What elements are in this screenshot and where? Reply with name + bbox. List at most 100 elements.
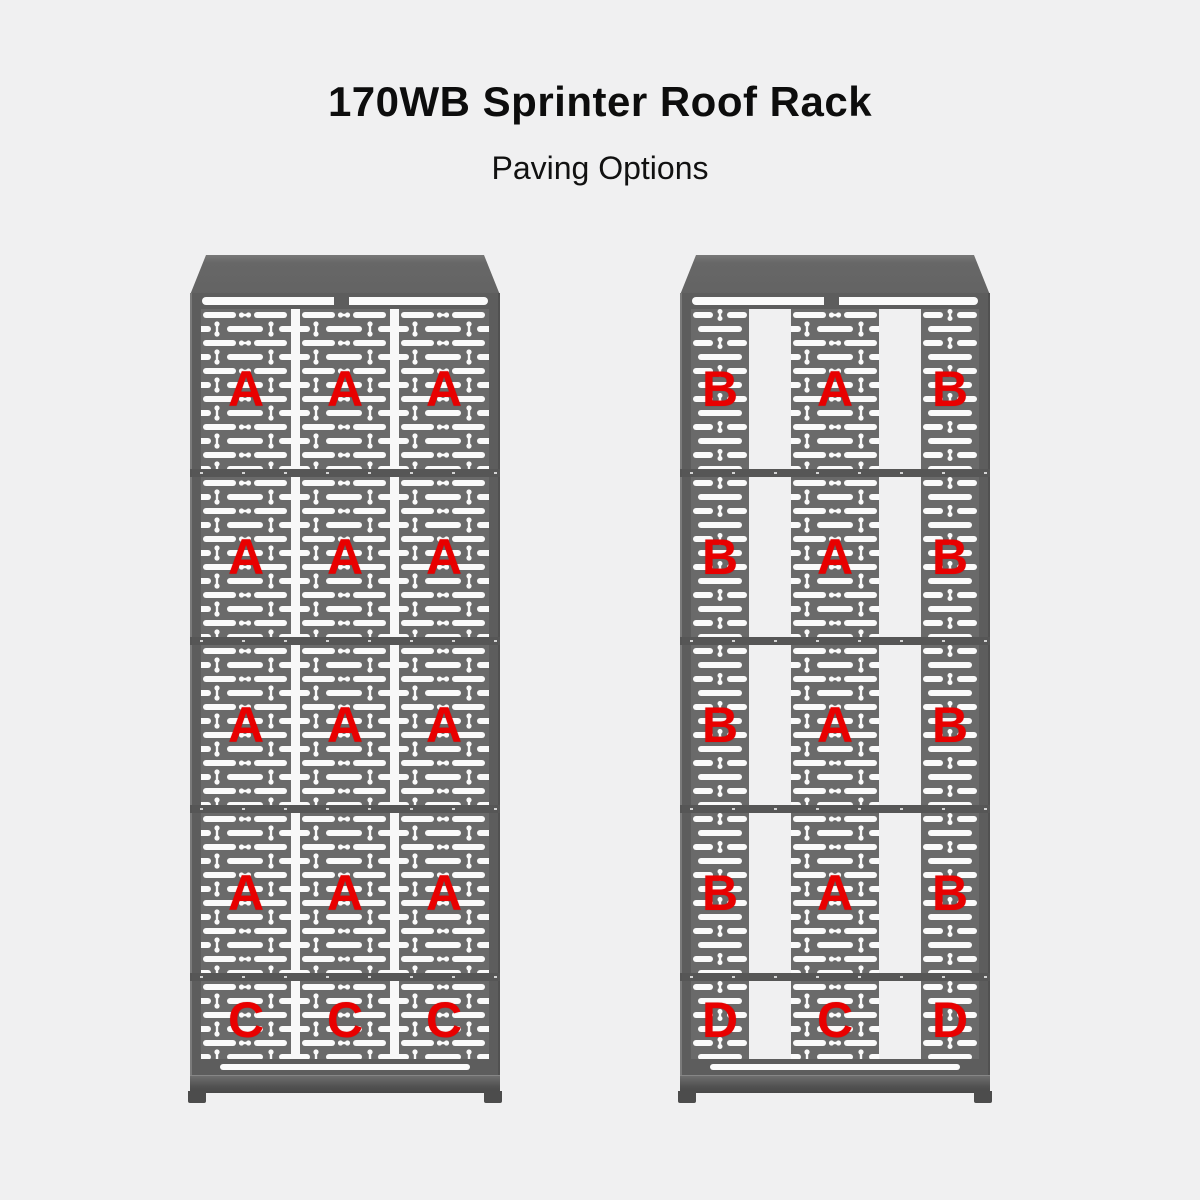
panel-gap (291, 309, 300, 469)
roof-rack-full-paving: A A A A A A A A A A A A (188, 255, 502, 1103)
rack-row-short: D C D (680, 981, 990, 1059)
rack-row: B A B (680, 477, 990, 637)
roof-panel: A (791, 813, 879, 973)
roof-panel: A (791, 645, 879, 805)
roof-panel: A (300, 309, 390, 469)
rack-foot (678, 1091, 696, 1103)
roof-panel: A (201, 477, 291, 637)
row-separator (190, 805, 500, 813)
roof-panel: A (300, 477, 390, 637)
panel-label: B (931, 865, 969, 921)
roof-panel: C (399, 981, 489, 1059)
rack-top-rail (680, 293, 990, 309)
panel-gap (291, 981, 300, 1059)
roof-panel: A (791, 309, 879, 469)
roof-panel: A (300, 813, 390, 973)
rack-row: B A B (680, 645, 990, 805)
rack-front-fairing (190, 255, 500, 295)
page-title: 170WB Sprinter Roof Rack (327, 78, 873, 125)
rack-row-short: C C C (190, 981, 500, 1059)
panel-label: A (326, 865, 364, 921)
roof-panel-narrow: B (691, 645, 749, 805)
row-separator (190, 973, 500, 981)
bottom-slot-cutout (220, 1064, 470, 1070)
roof-panel-narrow: B (921, 309, 979, 469)
row-separator (680, 469, 990, 477)
panel-gap (390, 981, 399, 1059)
rack-body: A A A A A A A A A A A A (190, 293, 500, 1093)
open-gap (749, 645, 791, 805)
roof-panel-narrow: B (921, 477, 979, 637)
roof-panel-narrow: B (691, 813, 749, 973)
panel-label: D (931, 992, 969, 1048)
rack-foot (974, 1091, 992, 1103)
panel-gap (291, 813, 300, 973)
roof-panel: C (791, 981, 879, 1059)
panel-gap (390, 813, 399, 973)
rack-bottom-rail (190, 1059, 500, 1075)
roof-panel: A (201, 309, 291, 469)
rack-row: A A A (190, 309, 500, 469)
row-separator (680, 805, 990, 813)
roof-panel: A (399, 477, 489, 637)
rack-bottom-rail (680, 1059, 990, 1075)
roof-panel-narrow: B (691, 309, 749, 469)
open-gap (749, 981, 791, 1059)
open-gap (749, 309, 791, 469)
panel-label: A (326, 697, 364, 753)
panel-label: B (931, 529, 969, 585)
panel-label: B (701, 361, 739, 417)
panel-label: A (816, 529, 854, 585)
top-slot-cutout (692, 297, 978, 305)
panel-label: A (425, 697, 463, 753)
panel-label: A (227, 865, 265, 921)
rack-bottom-band (190, 1075, 500, 1093)
roof-panel: A (399, 309, 489, 469)
open-gap (879, 813, 921, 973)
row-separator (190, 469, 500, 477)
roof-panel: C (201, 981, 291, 1059)
row-separator (680, 973, 990, 981)
rack-row: A A A (190, 645, 500, 805)
panel-label: C (425, 992, 463, 1048)
rack-bottom-band (680, 1075, 990, 1093)
rack-row: A A A (190, 477, 500, 637)
panel-gap (291, 477, 300, 637)
rack-top-rail (190, 293, 500, 309)
roof-panel: C (300, 981, 390, 1059)
roof-panel: A (399, 813, 489, 973)
roof-panel: A (201, 813, 291, 973)
panel-label: C (816, 992, 854, 1048)
open-gap (879, 477, 921, 637)
panel-label: B (701, 529, 739, 585)
panel-label: D (701, 992, 739, 1048)
panel-label: C (326, 992, 364, 1048)
rack-row: A A A (190, 813, 500, 973)
rack-row: B A B (680, 813, 990, 973)
rack-body: B A B B A B B A B B A B (680, 293, 990, 1093)
roof-panel-narrow: B (921, 813, 979, 973)
roof-rack-partial-paving: B A B B A B B A B B A B (678, 255, 992, 1103)
roof-panel: A (399, 645, 489, 805)
panel-label: A (227, 361, 265, 417)
row-separator (680, 637, 990, 645)
panel-label: B (701, 697, 739, 753)
rack-row: B A B (680, 309, 990, 469)
roof-panel: A (300, 645, 390, 805)
panel-label: A (425, 529, 463, 585)
panel-label: A (326, 361, 364, 417)
roof-panel-narrow: B (921, 645, 979, 805)
panel-label: B (931, 361, 969, 417)
panel-label: A (227, 529, 265, 585)
roof-panel-narrow: B (691, 477, 749, 637)
panel-label: A (816, 865, 854, 921)
panel-label: B (931, 697, 969, 753)
row-separator (190, 637, 500, 645)
panel-label: A (816, 361, 854, 417)
panel-gap (291, 645, 300, 805)
rack-foot (188, 1091, 206, 1103)
rack-front-fairing (680, 255, 990, 295)
open-gap (749, 813, 791, 973)
panel-label: A (425, 865, 463, 921)
page-subtitle: Paving Options (491, 150, 709, 186)
